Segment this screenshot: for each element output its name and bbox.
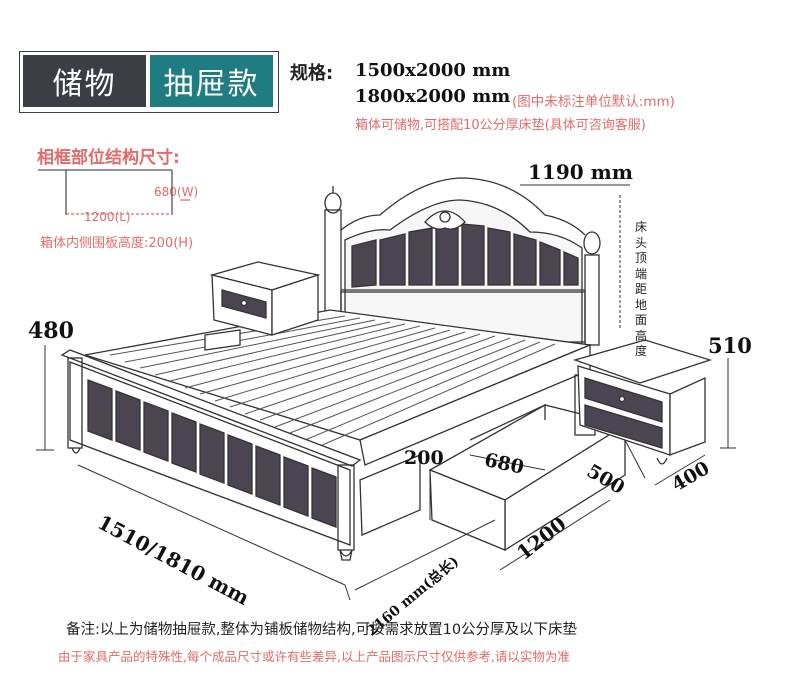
side-drawer-left xyxy=(204,329,421,536)
storage-note: 箱体可储物,可搭配10公分厚床垫(具体可咨询客服) xyxy=(355,118,646,133)
headboard-width-dim: 1190 mm xyxy=(528,160,633,184)
footboard xyxy=(60,349,362,561)
left-nightstand xyxy=(209,261,321,336)
title-tag-drawer: 抽屉款 xyxy=(150,55,273,107)
spec-label: 规格: xyxy=(290,63,334,84)
spec-size-1500: 1500x2000 mm xyxy=(355,60,511,81)
dimension-lines xyxy=(36,184,736,601)
unit-note: (图中未标注单位默认:mm) xyxy=(512,94,675,110)
right-nightstand-height-dim: 510 xyxy=(708,333,752,358)
footer-remark: 备注:以上为储物抽屉款,整体为铺板储物结构,可按需求放置10公分厚及以下床垫 xyxy=(66,622,578,638)
title-tag-storage: 储物 xyxy=(23,55,146,107)
drawer-height-dim: 200 xyxy=(404,447,444,469)
footer-disclaimer: 由于家具产品的特殊性,每个成品尺寸或许有些差异,以上产品图示尺寸仅供参考,请以实… xyxy=(58,649,570,664)
left-nightstand-height-dim: 480 xyxy=(28,318,74,344)
title-tag-frame xyxy=(19,51,279,113)
spec-size-1800: 1800x2000 mm xyxy=(355,86,511,107)
headboard-height-note: 床头顶端距地面高度 xyxy=(634,220,647,358)
headboard xyxy=(324,177,601,346)
right-nightstand xyxy=(572,339,713,465)
frame-diagram xyxy=(38,169,190,215)
frame-width-label: 680(W) xyxy=(154,185,199,199)
frame-section-title: 相框部位结构尺寸: xyxy=(37,148,180,168)
frame-height-label: 箱体内侧围板高度:200(H) xyxy=(40,236,194,251)
